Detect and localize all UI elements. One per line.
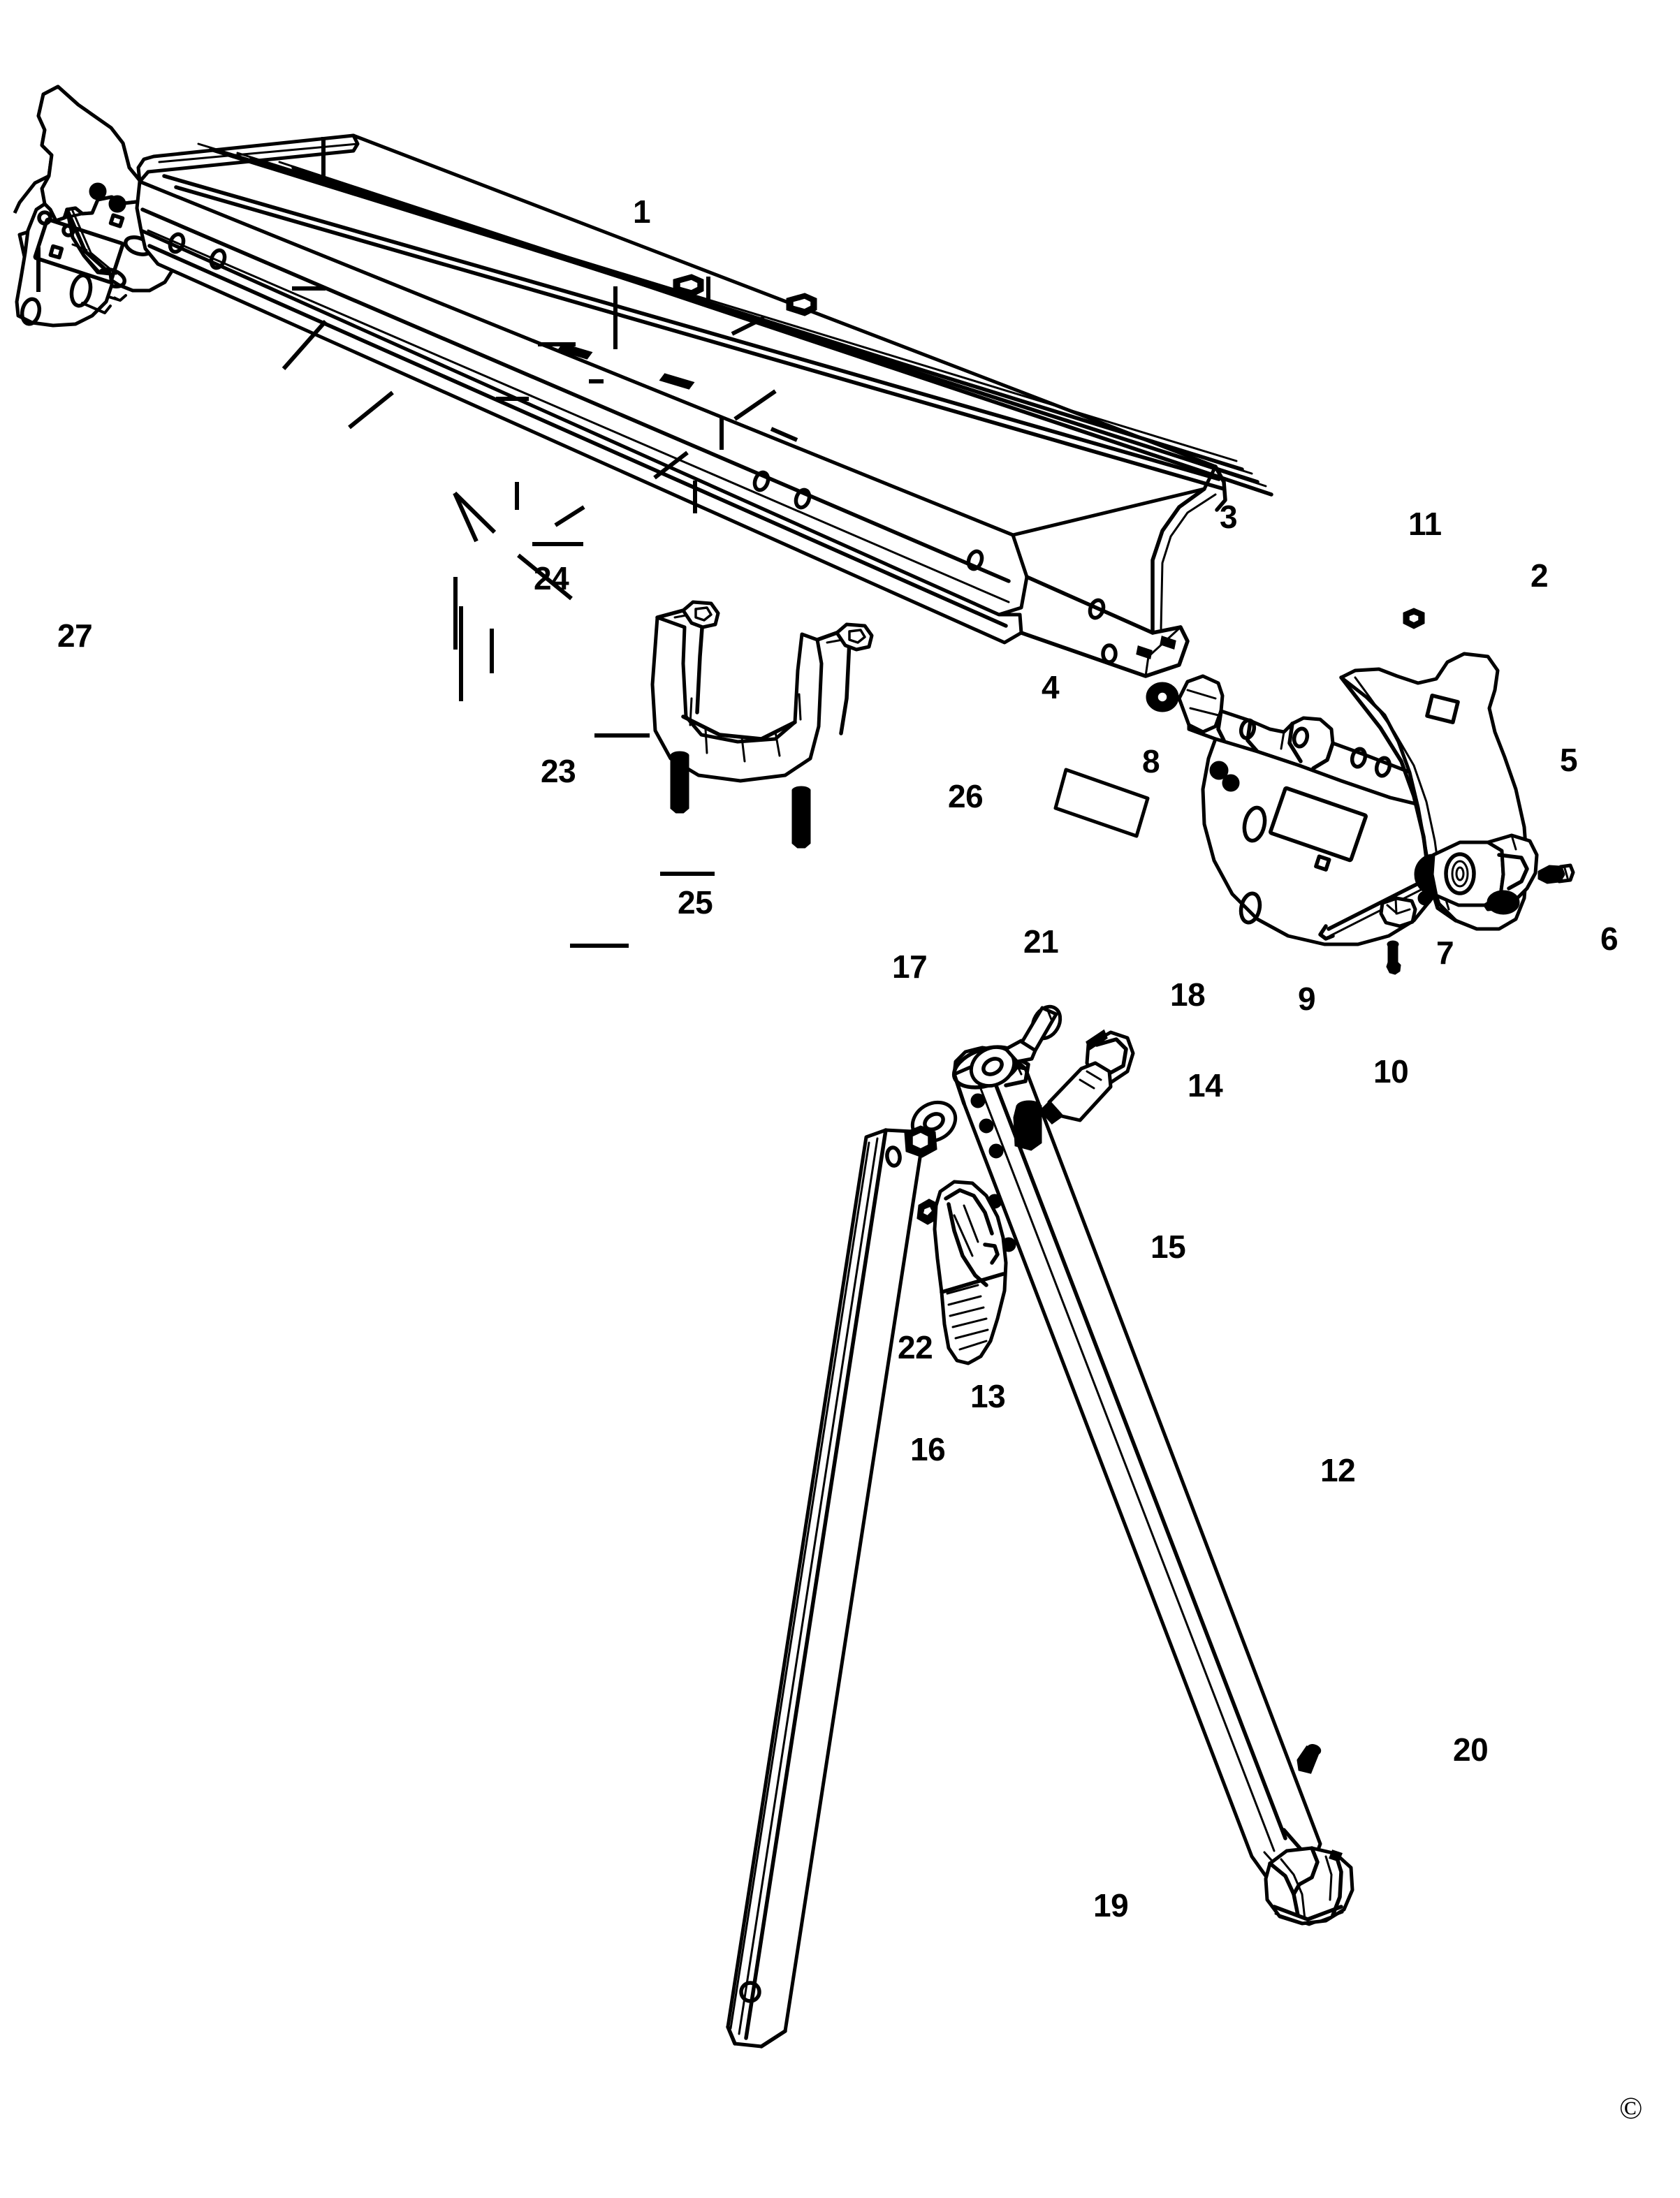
callout-handle-nut: 24: [534, 560, 569, 596]
part-4-pivot-bush: [1146, 682, 1179, 712]
part-11-hex-nut: [1403, 608, 1425, 629]
callout-pivot-bolt: 14: [1188, 1067, 1223, 1104]
callout-lever-pin: 16: [910, 1431, 946, 1467]
callout-handle-bolt: 25: [678, 884, 713, 921]
callout-release-lever: 13: [970, 1378, 1006, 1414]
part-14-pivot-bolt: [1039, 1061, 1113, 1125]
left-end-bracket-assembly: [13, 85, 178, 328]
callout-cam-screw: 6: [1600, 921, 1619, 957]
callout-cap-nut: 9: [1298, 981, 1316, 1017]
callout-spacer-sleeve: 15: [1151, 1229, 1186, 1265]
callout-lock-nut: 22: [898, 1329, 933, 1365]
callout-locking-cam-assembly: 5: [1560, 742, 1578, 778]
callout-foot-cap: 19: [1093, 1887, 1129, 1924]
part-8-rivet: [1209, 761, 1229, 780]
part-12-right-leg: [951, 1045, 1322, 1882]
part-1-main-beam: [135, 133, 1273, 678]
callout-u-shaped-handle: 23: [541, 753, 576, 789]
left-leg: [726, 1128, 924, 2049]
callout-washer: 17: [892, 948, 928, 985]
leader-lines: [36, 137, 798, 948]
copyright-symbol: ©: [1619, 2091, 1643, 2125]
part-24-hex-nuts: [673, 274, 817, 316]
part-5-cam-lock-assembly: [1318, 833, 1539, 941]
callout-rivet: 8: [1142, 743, 1160, 779]
part-6-cam-screw: [1537, 863, 1575, 884]
part-10-shoulder-screw: [1386, 940, 1401, 975]
part-19-foot-cap: [1264, 1846, 1354, 1926]
part-15-spacer-sleeve: [1013, 1100, 1042, 1151]
part-3-pivot-bracket: [1177, 674, 1445, 946]
part-16-lever-pin: [916, 1199, 939, 1225]
callout-beam-pivot-bracket: 3: [1220, 499, 1238, 535]
part-22-lock-nut: [904, 1125, 937, 1158]
callout-leg-extrusion: 12: [1320, 1452, 1356, 1488]
callout-shoulder-screw: 10: [1373, 1053, 1409, 1090]
callout-warning-label-right: 26: [948, 778, 984, 814]
part-13-release-lever: [933, 1180, 1008, 1365]
callout-foot-screw: 20: [1453, 1731, 1489, 1768]
callout-hex-nut: 11: [1408, 506, 1442, 542]
callout-right-end-bracket: 2: [1531, 557, 1549, 594]
part-20-foot-screw: [1296, 1744, 1322, 1774]
callout-spring-washer: 18: [1170, 976, 1206, 1013]
callout-main-beam-extrusion: 1: [633, 193, 651, 230]
part-21-clevis-pin: [1004, 1004, 1062, 1064]
callout-clevis-pin: 21: [1023, 923, 1059, 960]
part-26-warning-label: [1053, 768, 1150, 838]
callout-warning-label-left: 27: [57, 617, 93, 654]
part-9-cap-nut: [1379, 896, 1417, 928]
callout-cam-spacer: 7: [1436, 935, 1454, 971]
callout-pivot-bush: 4: [1042, 669, 1060, 705]
part-25-carriage-bolts: [670, 751, 811, 849]
